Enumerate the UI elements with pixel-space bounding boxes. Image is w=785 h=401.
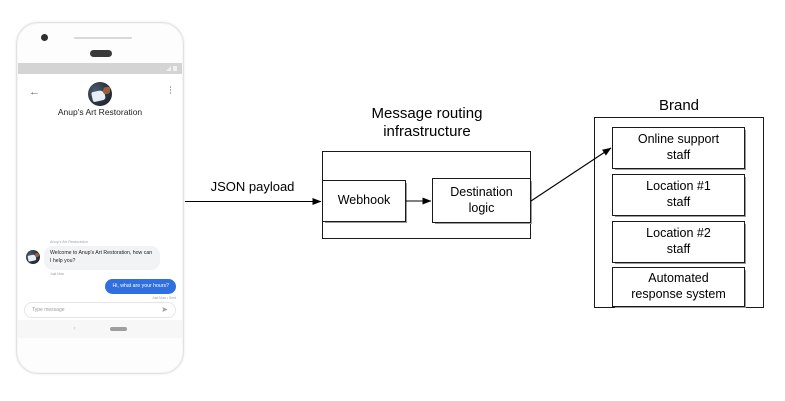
destination-logic-line2: logic bbox=[468, 200, 495, 215]
routing-title-line2: infrastructure bbox=[383, 123, 471, 141]
webhook-box[interactable]: Webhook bbox=[322, 180, 406, 222]
destination-logic-label: Destination logic bbox=[450, 185, 513, 216]
nav-back-icon[interactable]: ‹ bbox=[73, 326, 76, 332]
avatar bbox=[26, 250, 40, 264]
webhook-label: Webhook bbox=[337, 193, 391, 208]
nav-home-pill[interactable] bbox=[109, 327, 127, 331]
chat-brand-title: Anup's Art Restoration bbox=[57, 107, 143, 117]
chat-thread: Anup's Art Restoration Welcome to Anup's… bbox=[18, 126, 182, 308]
brand-item-1-line2: staff bbox=[666, 195, 691, 209]
brand-item-automated-response-system[interactable]: Automated response system bbox=[612, 267, 745, 307]
back-arrow-icon[interactable]: ← bbox=[29, 86, 40, 98]
brand-title: Brand bbox=[658, 97, 700, 114]
chat-header: ← Anup's Art Restoration bbox=[18, 74, 182, 126]
outgoing-bubble: Hi, what are your hours? bbox=[105, 279, 176, 295]
kebab-menu-icon[interactable] bbox=[169, 86, 171, 94]
brand-item-location-1-staff[interactable]: Location #1 staff bbox=[612, 174, 745, 216]
send-icon[interactable]: ➤ bbox=[161, 305, 168, 314]
routing-title-line1: Message routing bbox=[371, 105, 483, 122]
incoming-bubble: Welcome to Anup's Art Restoration, how c… bbox=[44, 246, 160, 270]
phone-mockup: ← Anup's Art Restoration Anup's Art Rest… bbox=[16, 22, 184, 374]
destination-logic-line1: Destination bbox=[450, 184, 513, 199]
brand-item-1-line1: Location #1 bbox=[646, 179, 711, 194]
incoming-message: Anup's Art Restoration Welcome to Anup's… bbox=[26, 240, 176, 276]
brand-item-2-line1: Location #2 bbox=[646, 226, 711, 241]
phone-camera-icon bbox=[41, 34, 48, 41]
outgoing-timestamp: Just Now • Sent bbox=[152, 296, 176, 301]
brand-item-0-line2: staff bbox=[666, 148, 691, 162]
brand-item-2-line2: staff bbox=[666, 242, 691, 256]
brand-item-location-2-staff[interactable]: Location #2 staff bbox=[612, 221, 745, 263]
incoming-timestamp: Just Now bbox=[50, 271, 64, 276]
battery-icon bbox=[173, 66, 177, 71]
brand-avatar bbox=[88, 82, 112, 106]
phone-notch-icon bbox=[90, 50, 112, 57]
message-input-placeholder[interactable]: Type message bbox=[32, 307, 65, 313]
destination-logic-box[interactable]: Destination logic bbox=[432, 178, 531, 223]
routing-title: Message routing infrastructure bbox=[332, 105, 522, 142]
message-composer[interactable]: Type message ➤ bbox=[24, 302, 176, 318]
android-nav-bar: ‹ bbox=[18, 320, 182, 338]
phone-screen: ← Anup's Art Restoration Anup's Art Rest… bbox=[18, 63, 182, 338]
status-bar bbox=[18, 63, 182, 74]
json-payload-label: JSON payload bbox=[210, 179, 295, 194]
brand-item-online-support-staff[interactable]: Online support staff bbox=[612, 127, 745, 169]
incoming-sender-label: Anup's Art Restoration bbox=[50, 240, 88, 244]
signal-icon bbox=[166, 66, 171, 71]
status-bar-icons bbox=[166, 66, 177, 71]
brand-item-3-line1: Automated bbox=[648, 271, 709, 286]
phone-speaker-icon bbox=[74, 37, 132, 39]
outgoing-message: Hi, what are your hours? Just Now • Sent bbox=[105, 274, 176, 300]
brand-item-0-line1: Online support bbox=[637, 132, 720, 147]
brand-item-3-line2: response system bbox=[631, 287, 726, 301]
